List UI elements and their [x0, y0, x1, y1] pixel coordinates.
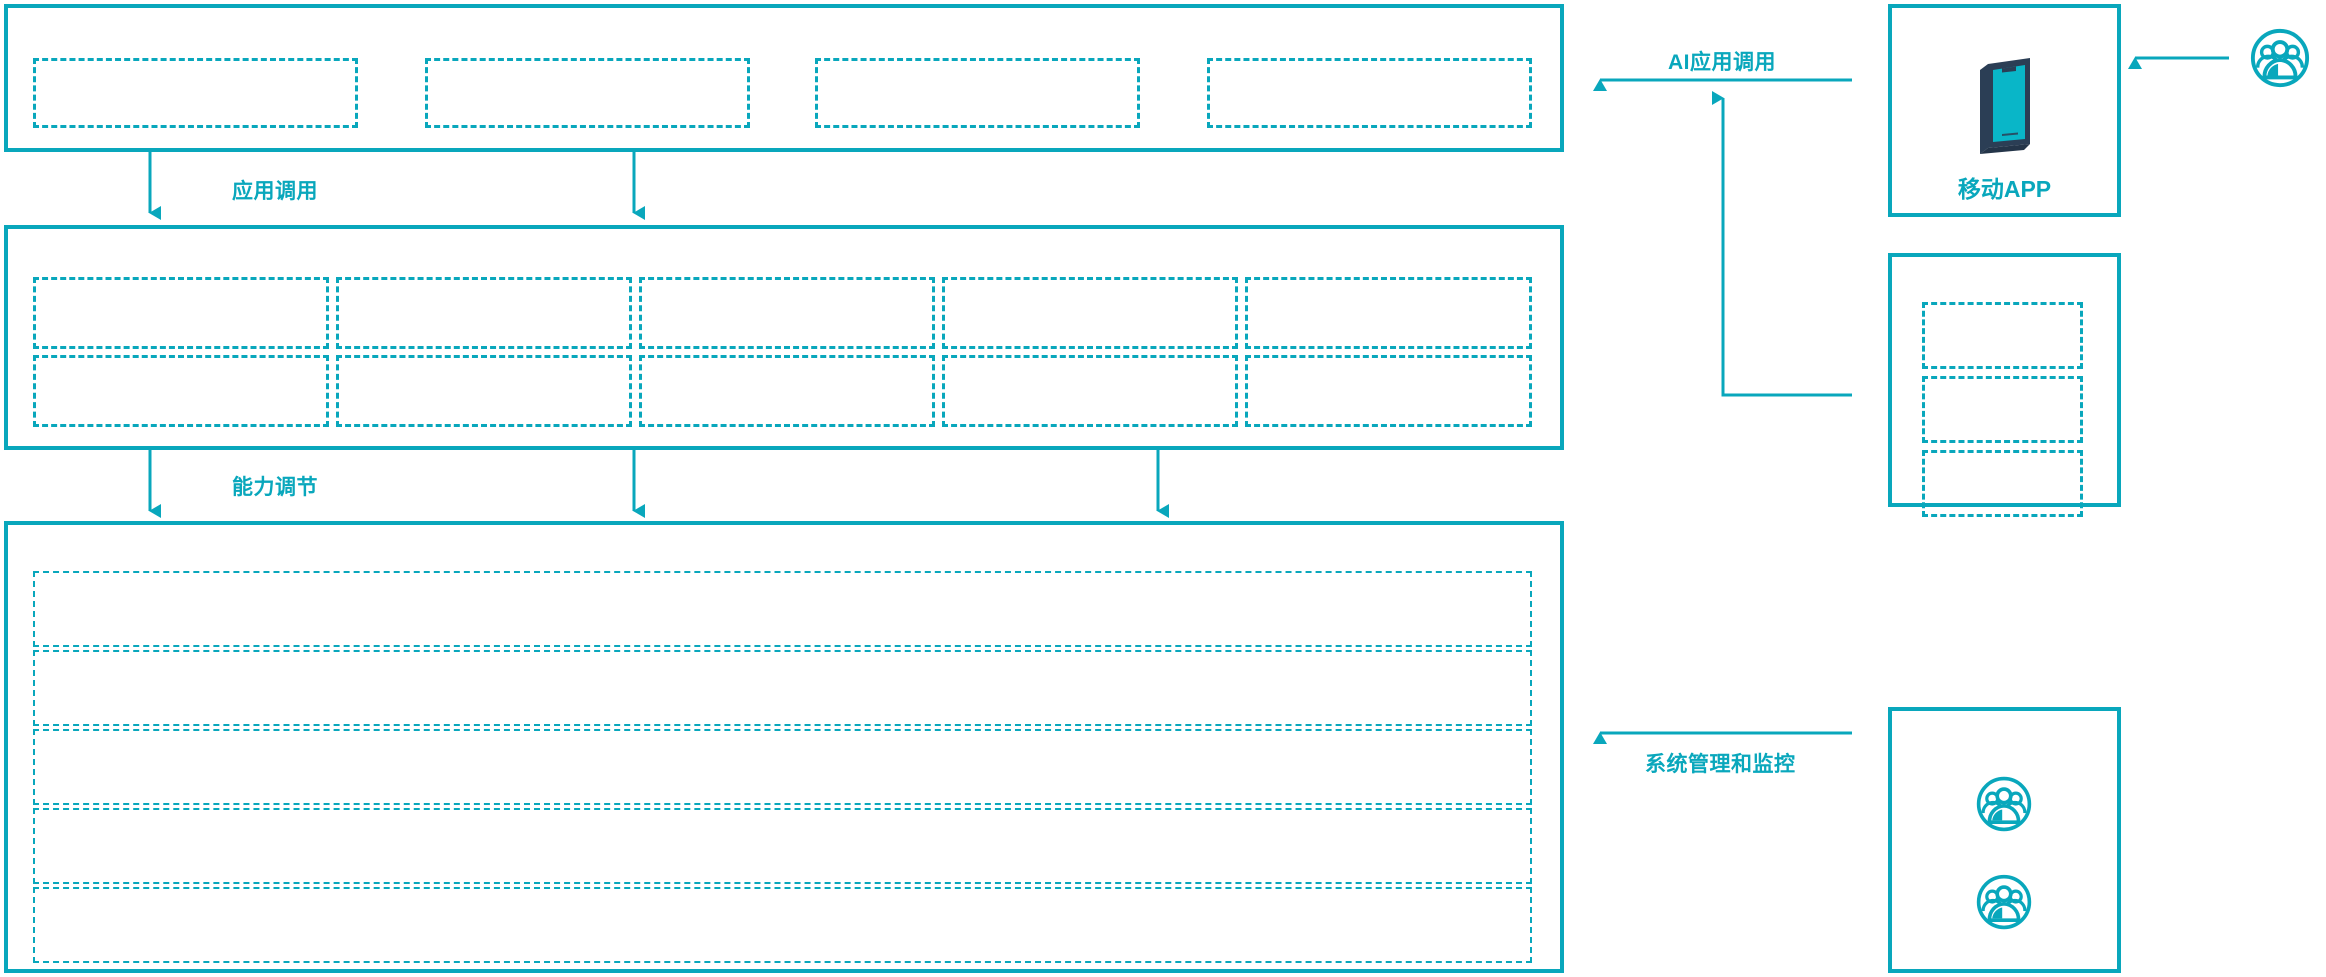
infrastructure-bar-4[interactable]: [33, 808, 1532, 884]
flow-label-app-invoke: 应用调用: [232, 180, 318, 203]
capability-box-5[interactable]: [1245, 277, 1532, 349]
channel-box-1[interactable]: [1922, 302, 2083, 369]
user-group-icon-end-user: [2249, 27, 2311, 89]
capability-box-4[interactable]: [942, 277, 1238, 349]
infrastructure-bar-1[interactable]: [33, 571, 1532, 647]
application-box-2[interactable]: [425, 58, 750, 128]
user-group-icon-admin-1: [1975, 775, 2033, 833]
infrastructure-bar-5[interactable]: [33, 887, 1532, 963]
infrastructure-bar-2[interactable]: [33, 650, 1532, 726]
capability-box-1[interactable]: [33, 277, 329, 349]
infrastructure-layer-panel: [4, 521, 1564, 973]
admin-users-card[interactable]: [1888, 707, 2121, 973]
mobile-app-label: 移动APP: [1957, 176, 2052, 202]
flow-label-system-admin-monitor: 系统管理和监控: [1645, 753, 1796, 776]
infrastructure-bar-3[interactable]: [33, 729, 1532, 805]
capability-box-9[interactable]: [942, 355, 1238, 427]
smartphone-icon: [1966, 48, 2046, 160]
capability-box-10[interactable]: [1245, 355, 1532, 427]
user-group-icon-admin-2: [1975, 873, 2033, 931]
arrow-channel-to-ai-invoke: [1712, 91, 1852, 397]
capability-box-3[interactable]: [639, 277, 935, 349]
capability-layer-panel: [4, 225, 1564, 450]
channel-box-3[interactable]: [1922, 450, 2083, 517]
channel-box-2[interactable]: [1922, 376, 2083, 443]
application-box-1[interactable]: [33, 58, 358, 128]
capability-box-8[interactable]: [639, 355, 935, 427]
capability-box-7[interactable]: [336, 355, 632, 427]
application-box-3[interactable]: [815, 58, 1140, 128]
application-box-4[interactable]: [1207, 58, 1532, 128]
capability-box-2[interactable]: [336, 277, 632, 349]
flow-label-capability-adjust: 能力调节: [232, 476, 318, 499]
flow-label-ai-app-invoke: AI应用调用: [1668, 51, 1776, 74]
capability-box-6[interactable]: [33, 355, 329, 427]
